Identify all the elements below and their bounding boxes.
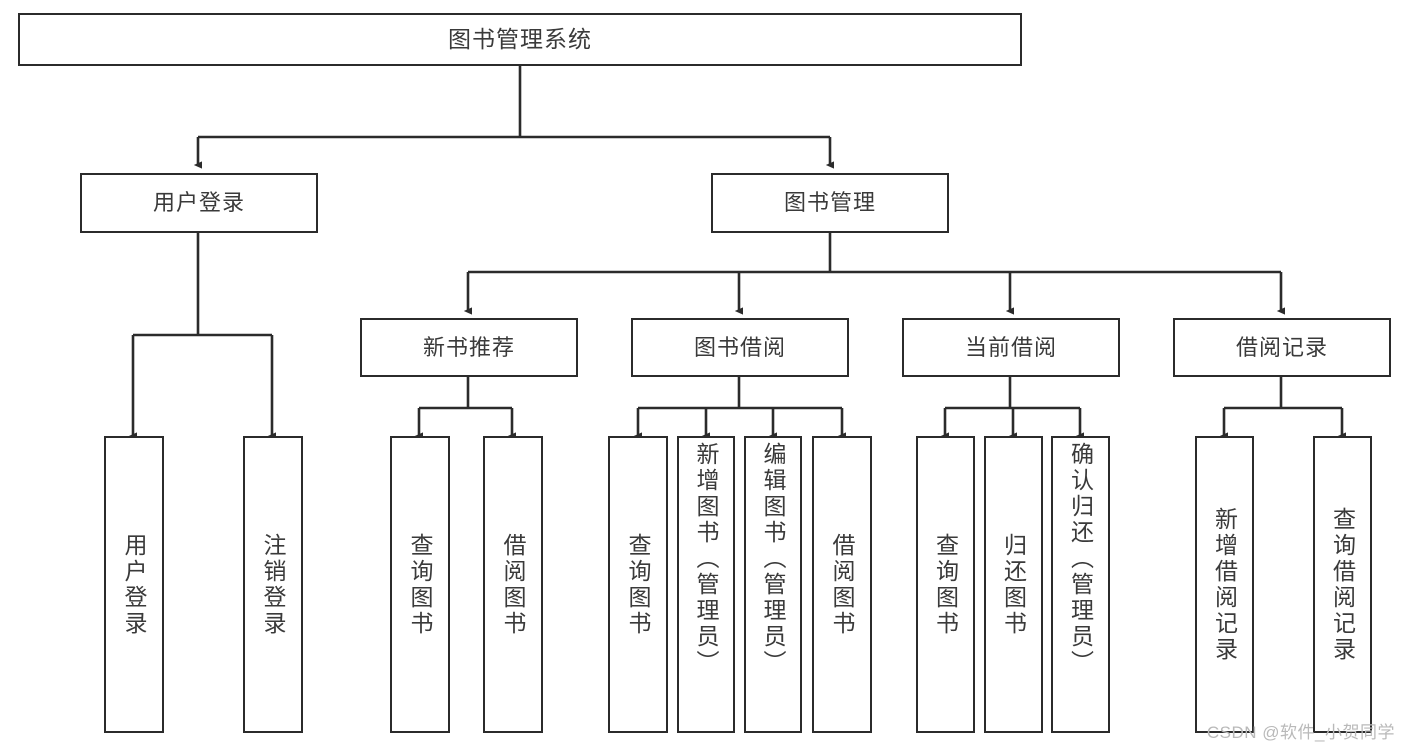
node-label: 确认归还（管理员）: [1067, 442, 1094, 676]
node-label: 当前借阅: [964, 334, 1057, 360]
leaf-query-book-recommend[interactable]: 查询图书: [390, 436, 450, 733]
node-label: 新书推荐: [422, 334, 515, 360]
node-book-management[interactable]: 图书管理: [711, 173, 949, 233]
node-current-borrow[interactable]: 当前借阅: [902, 318, 1120, 377]
node-label: 借阅记录: [1235, 334, 1328, 360]
node-label: 注销登录: [260, 532, 287, 637]
node-root-book-management-system[interactable]: 图书管理系统: [18, 13, 1022, 66]
node-label: 查询借阅记录: [1329, 506, 1356, 663]
leaf-borrow-book[interactable]: 借阅图书: [812, 436, 872, 733]
node-label: 图书借阅: [693, 334, 786, 360]
node-user-login[interactable]: 用户登录: [80, 173, 318, 233]
leaf-add-borrow-record[interactable]: 新增借阅记录: [1195, 436, 1254, 733]
node-label: 查询图书: [625, 532, 652, 637]
leaf-query-book-current[interactable]: 查询图书: [916, 436, 975, 733]
node-label: 图书管理: [783, 190, 876, 216]
leaf-user-logout[interactable]: 注销登录: [243, 436, 303, 733]
node-label: 归还图书: [1000, 532, 1027, 637]
leaf-query-borrow-record[interactable]: 查询借阅记录: [1313, 436, 1372, 733]
leaf-add-book-admin[interactable]: 新增图书（管理员）: [677, 436, 735, 733]
node-book-borrow[interactable]: 图书借阅: [631, 318, 849, 377]
node-label: 新增借阅记录: [1211, 506, 1238, 663]
leaf-return-book[interactable]: 归还图书: [984, 436, 1043, 733]
leaf-edit-book-admin[interactable]: 编辑图书（管理员）: [744, 436, 802, 733]
node-label: 查询图书: [932, 532, 959, 637]
watermark-text: CSDN @软件_小贺同学: [1206, 723, 1395, 742]
node-label: 图书管理系统: [448, 26, 592, 53]
leaf-query-book-borrow[interactable]: 查询图书: [608, 436, 668, 733]
leaf-user-login[interactable]: 用户登录: [104, 436, 164, 733]
node-label: 编辑图书（管理员）: [760, 442, 787, 676]
node-new-book-recommend[interactable]: 新书推荐: [360, 318, 578, 377]
node-label: 用户登录: [152, 190, 245, 216]
node-label: 用户登录: [121, 532, 148, 637]
node-borrow-record[interactable]: 借阅记录: [1173, 318, 1391, 377]
node-label: 新增图书（管理员）: [693, 442, 720, 676]
leaf-borrow-book-recommend[interactable]: 借阅图书: [483, 436, 543, 733]
node-label: 查询图书: [407, 532, 434, 637]
node-label: 借阅图书: [829, 532, 856, 637]
leaf-confirm-return-admin[interactable]: 确认归还（管理员）: [1051, 436, 1110, 733]
node-label: 借阅图书: [500, 532, 527, 637]
